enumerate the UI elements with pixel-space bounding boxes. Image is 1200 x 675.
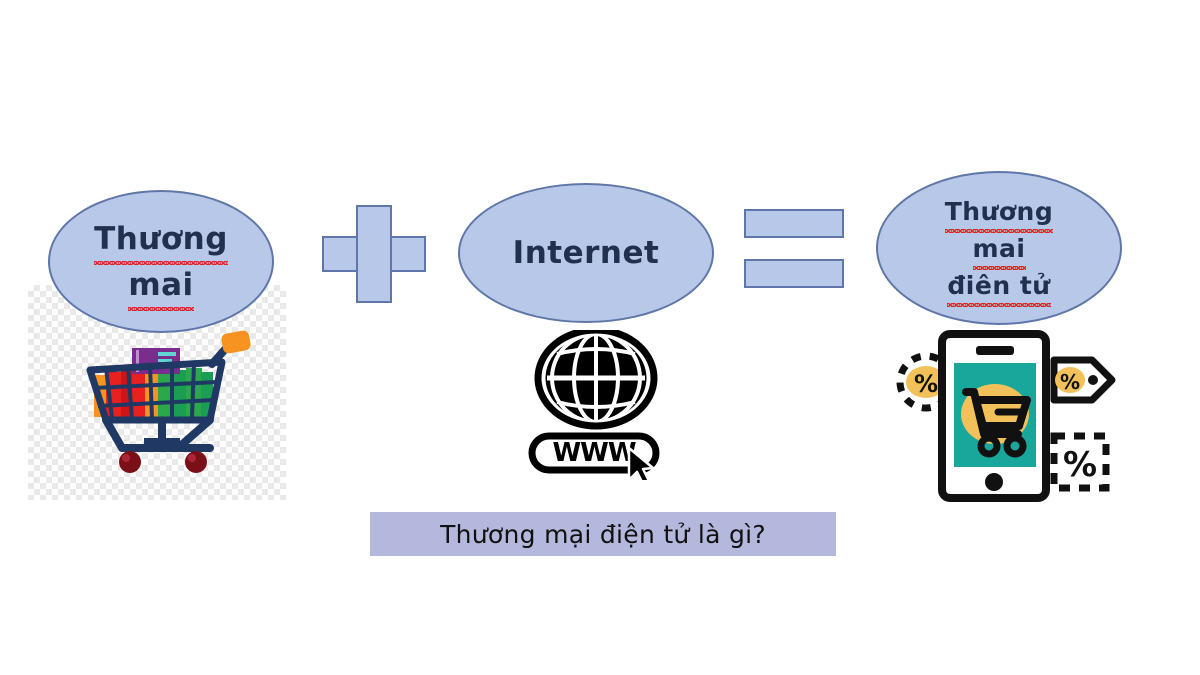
bubble-thuong-mai-dien-tu: Thương mai điên tử <box>876 171 1122 325</box>
bubble-tmdt-line-2: mai <box>972 230 1026 270</box>
svg-text:%: % <box>914 370 938 398</box>
bubble-thuong-mai-line-1: Thương <box>94 216 228 265</box>
plus-center-fill <box>358 238 390 270</box>
bubble-tmdt-line-1: Thương <box>944 193 1054 233</box>
shopping-cart-icon <box>62 320 262 480</box>
bubble-internet-line-1: Internet <box>512 235 660 271</box>
globe-www-icon: WWW <box>516 330 676 480</box>
bubble-internet: Internet <box>458 183 714 323</box>
mobile-shopping-icon: % % % <box>886 330 1122 502</box>
equals-operator <box>744 209 844 291</box>
svg-text:%: % <box>1060 370 1080 394</box>
bubble-tmdt-line-3: điên tử <box>947 267 1051 307</box>
equals-bottom-bar <box>744 259 844 288</box>
svg-text:WWW: WWW <box>552 438 635 468</box>
svg-text:%: % <box>1063 445 1097 485</box>
bubble-thuong-mai: Thương mai <box>48 190 274 333</box>
caption-banner: Thương mại điện tử là gì? <box>370 512 836 556</box>
equals-top-bar <box>744 209 844 238</box>
bubble-thuong-mai-line-2: mai <box>128 262 195 311</box>
plus-operator <box>322 205 426 303</box>
caption-text: Thương mại điện tử là gì? <box>440 519 766 549</box>
